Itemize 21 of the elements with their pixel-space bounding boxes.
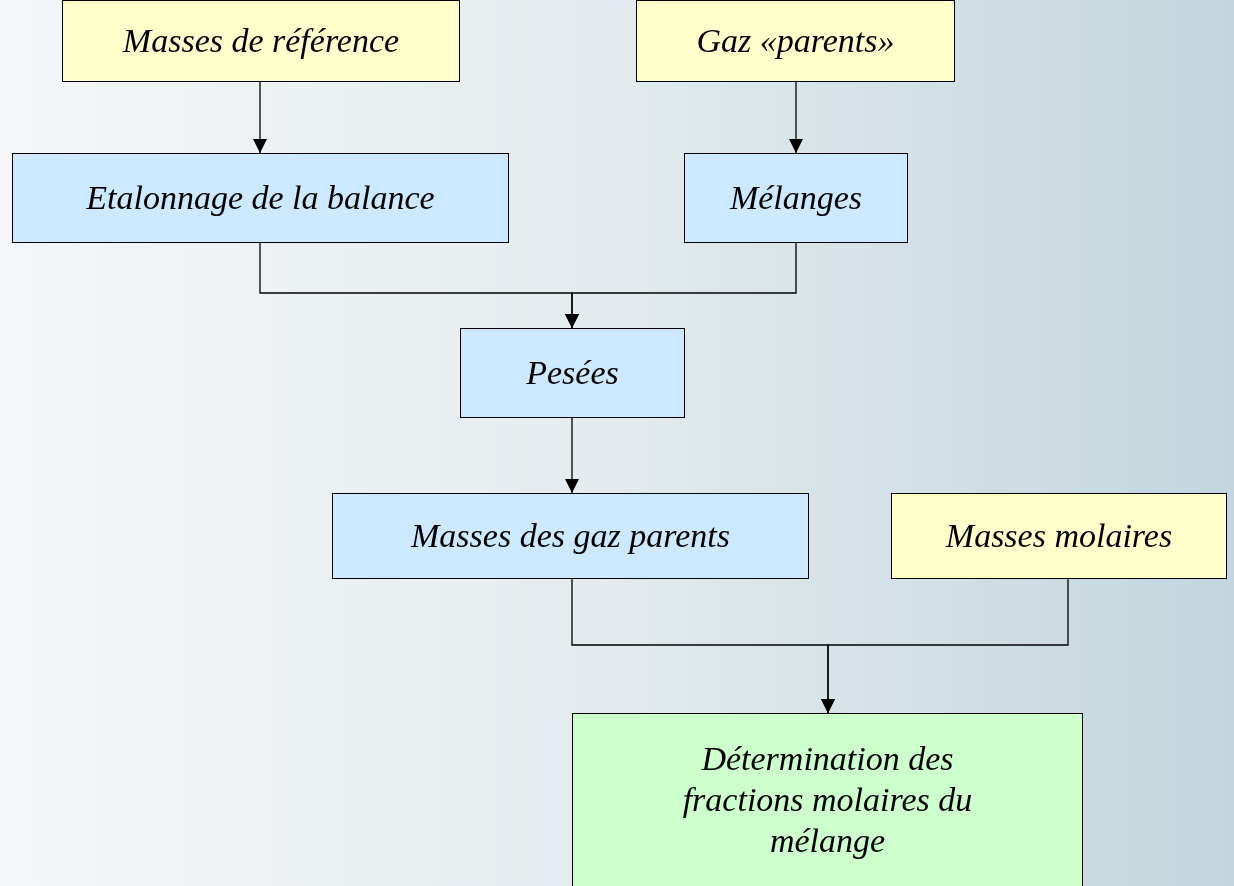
box-label: Masses molaires	[945, 515, 1173, 556]
process-box	[891, 493, 1227, 579]
box-label: Gaz «parents»	[696, 20, 895, 61]
process-box	[636, 0, 955, 82]
arrow	[565, 242, 797, 329]
arrow	[253, 81, 267, 154]
box-label: Détermination des fractions molaires du mélange	[681, 739, 974, 861]
process-box	[62, 0, 460, 82]
arrow	[565, 417, 579, 494]
box-label: Masses de référence	[122, 20, 400, 61]
arrow	[821, 578, 1069, 714]
process-box	[460, 328, 685, 418]
box-label: Masses des gaz parents	[411, 515, 730, 556]
process-box	[572, 713, 1083, 886]
process-box	[684, 153, 908, 243]
arrow	[789, 81, 803, 154]
process-box	[12, 153, 509, 243]
box-label: Pesées	[526, 352, 619, 393]
process-box	[332, 493, 809, 579]
box-label: Mélanges	[729, 177, 863, 218]
box-label: Etalonnage de la balance	[86, 177, 435, 218]
